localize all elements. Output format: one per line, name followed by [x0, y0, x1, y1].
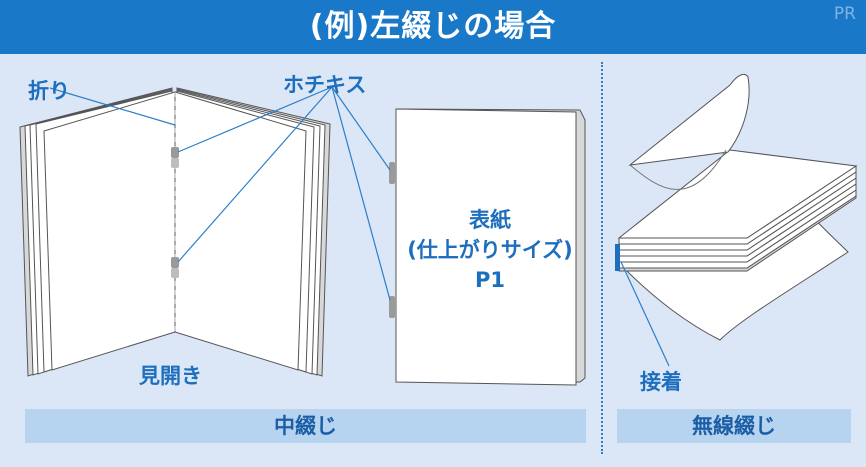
saddle-stitch-section-bar: 中綴じ — [25, 409, 586, 443]
staple-label: ホチキス — [283, 73, 367, 97]
spread-label: 見開き — [139, 364, 202, 388]
fold-leader-line — [49, 87, 176, 126]
right-front-page — [174, 91, 307, 371]
staple-leader-line-1 — [177, 86, 333, 153]
perfect-bound-book — [617, 73, 858, 341]
glue-strip — [615, 244, 620, 271]
left-front-page — [43, 91, 176, 371]
glue-label: 接着 — [640, 370, 682, 394]
fold-label: 折り — [28, 79, 70, 103]
cover-staple-upper — [389, 162, 395, 184]
staple-lower — [171, 257, 179, 268]
cover-page — [395, 108, 577, 386]
staple-upper-shadow — [171, 158, 179, 168]
cover-staple-lower — [389, 296, 395, 318]
cover-size-note: (仕上がりサイズ) — [407, 238, 573, 262]
upper-page-curl — [629, 149, 727, 190]
glue-leader-line — [620, 261, 670, 367]
staple-leader-line-3 — [331, 86, 391, 171]
book-top-page — [617, 149, 858, 239]
open-booklet — [19, 87, 331, 377]
staple-leader-line-2 — [177, 86, 333, 263]
leader-lines — [49, 86, 670, 367]
staple-leader-line-4 — [331, 86, 391, 301]
perfect-binding-section-bar: 無線綴じ — [617, 409, 851, 443]
page-title: (例)左綴じの場合 — [309, 9, 557, 44]
cover-page-number: P1 — [474, 268, 505, 292]
cover-title: 表紙 — [469, 208, 511, 232]
upper-flipping-page — [628, 73, 750, 166]
header-bar — [0, 0, 866, 54]
staple-lower-shadow — [171, 268, 179, 278]
cover-text: 表紙 (仕上がりサイズ) P1 — [400, 205, 580, 295]
staple-upper — [171, 147, 179, 158]
panel-divider — [601, 62, 603, 454]
closed-booklet — [395, 108, 586, 386]
pr-badge: PR — [833, 4, 856, 24]
